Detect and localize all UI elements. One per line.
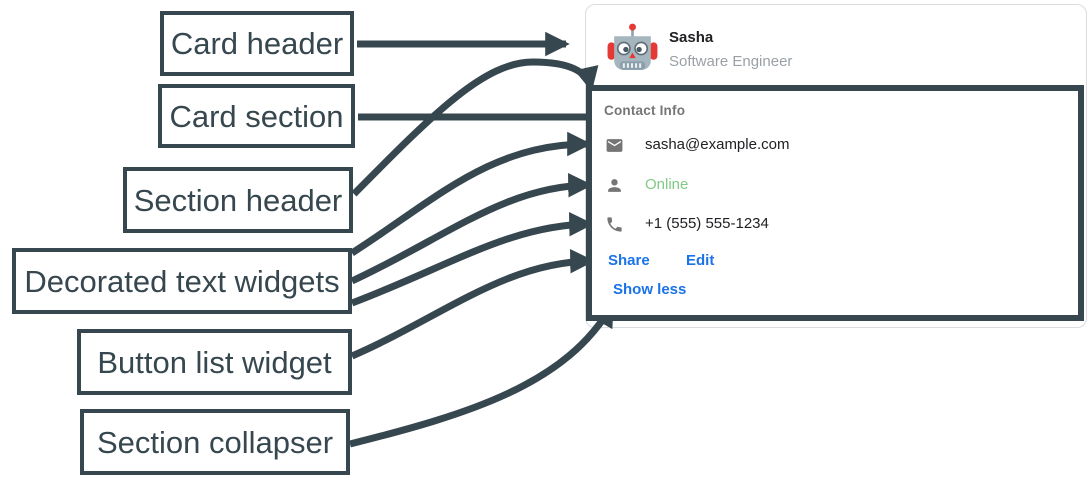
decorated-text-status: Online	[645, 176, 689, 193]
label-section-collapser: Section collapser	[80, 409, 350, 475]
decorated-text-email: sasha@example.com	[645, 136, 790, 153]
arrow-button-list	[350, 249, 595, 360]
card-header: Sasha Software Engineer	[586, 5, 1086, 86]
label-text: Section header	[133, 182, 343, 218]
edit-button[interactable]: Edit	[686, 252, 715, 269]
label-card-header: Card header	[160, 11, 354, 76]
share-button[interactable]: Share	[608, 252, 650, 269]
arrow-section-header	[351, 58, 599, 197]
person-icon	[608, 179, 621, 192]
label-text: Decorated text widgets	[24, 263, 340, 299]
label-decorated-text-widgets: Decorated text widgets	[12, 248, 352, 314]
label-text: Section collapser	[96, 424, 334, 460]
label-section-header: Section header	[123, 167, 353, 233]
label-text: Button list widget	[97, 344, 332, 380]
section-collapser-button[interactable]: Show less	[613, 281, 687, 298]
phone-icon	[607, 217, 622, 232]
email-icon	[606, 139, 623, 152]
label-text: Card header	[170, 26, 344, 61]
section-header: Contact Info	[604, 103, 686, 118]
card-title: Sasha	[669, 29, 714, 46]
arrow-decorated-email	[350, 131, 592, 256]
card-section: Contact Info sasha@example.com Online +1…	[586, 85, 1084, 321]
arrow-section-collapser	[349, 301, 616, 448]
label-text: Card section	[169, 98, 344, 134]
arrow-decorated-online	[350, 173, 593, 285]
robot-avatar-icon	[607, 23, 658, 70]
label-card-section: Card section	[158, 84, 355, 148]
decorated-text-phone: +1 (555) 555-1234	[645, 215, 769, 232]
arrow-decorated-phone	[350, 212, 594, 307]
card-subtitle: Software Engineer	[669, 53, 793, 70]
label-button-list-widget: Button list widget	[77, 329, 352, 395]
